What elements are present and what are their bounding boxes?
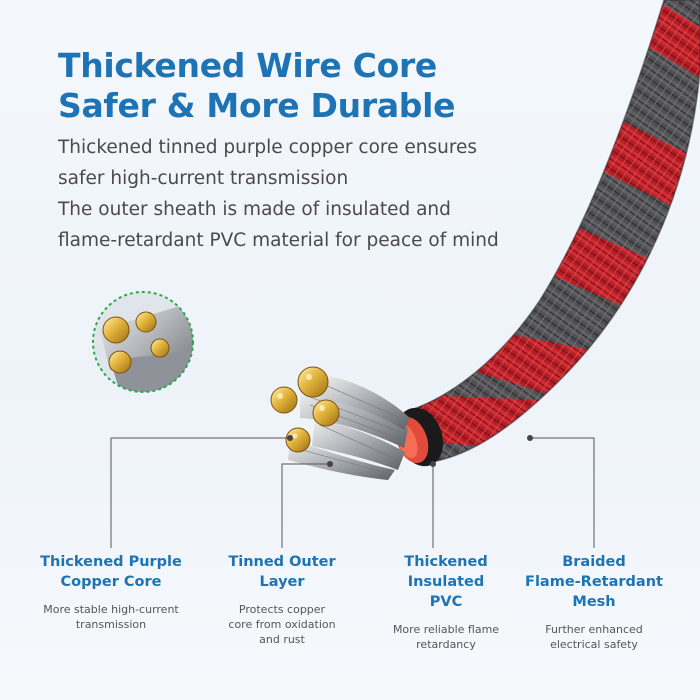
callout-subtitle: More stable high-current transmission	[26, 602, 196, 632]
callout-subtitle-line: core from oxidation	[228, 618, 336, 631]
callout-subtitle: Further enhanced electrical safety	[509, 622, 679, 652]
callout-subtitle: Protects copper core from oxidation and …	[197, 602, 367, 647]
callout-subtitle-line: More stable high-current	[43, 603, 179, 616]
callout-subtitle-line: transmission	[75, 618, 147, 631]
callout-title: Thickened Insulated PVC	[361, 552, 531, 612]
callout-subtitle-line: and rust	[259, 633, 305, 646]
callout-title-line: Layer	[259, 574, 305, 590]
callout-title-line: Mesh	[572, 594, 616, 610]
callout-copper-core: Thickened Purple Copper Core More stable…	[26, 552, 196, 632]
callout-title-line: Flame-Retardant	[525, 574, 663, 590]
callout-title-line: Insulated	[407, 574, 485, 590]
description-line-3: The outer sheath is made of insulated an…	[58, 199, 451, 220]
description-line-1: Thickened tinned purple copper core ensu…	[58, 137, 478, 158]
callout-title-line: PVC	[429, 594, 463, 610]
callout-title: Braided Flame-Retardant Mesh	[509, 552, 679, 612]
description-line-2: safer high-current transmission	[58, 168, 349, 189]
callout-subtitle-line: retardancy	[416, 638, 476, 651]
callout-braided-mesh: Braided Flame-Retardant Mesh Further enh…	[509, 552, 679, 652]
zoom-detail-circle	[92, 291, 194, 393]
callout-insulated-pvc: Thickened Insulated PVC More reliable fl…	[361, 552, 531, 652]
callout-tinned-layer: Tinned Outer Layer Protects copper core …	[197, 552, 367, 647]
callout-title-line: Thickened	[404, 554, 488, 570]
callout-title-line: Copper Core	[60, 574, 162, 590]
callout-subtitle-line: Protects copper	[238, 603, 326, 616]
headline: Thickened Wire Core Safer & More Durable	[58, 46, 456, 126]
callout-subtitle-line: Further enhanced	[545, 623, 643, 636]
braided-cable	[403, 0, 700, 463]
callout-title: Tinned Outer Layer	[197, 552, 367, 592]
callout-subtitle-line: electrical safety	[550, 638, 638, 651]
headline-line-1: Thickened Wire Core	[58, 46, 438, 85]
callout-title-line: Braided	[562, 554, 626, 570]
description: Thickened tinned purple copper core ensu…	[58, 132, 528, 256]
description-line-4: flame-retardant PVC material for peace o…	[58, 230, 499, 251]
callout-title-line: Tinned Outer	[228, 554, 336, 570]
headline-line-2: Safer & More Durable	[58, 86, 456, 125]
callout-title-line: Thickened Purple	[40, 554, 182, 570]
callout-subtitle: More reliable flame retardancy	[361, 622, 531, 652]
callout-title: Thickened Purple Copper Core	[26, 552, 196, 592]
callout-lines	[110, 437, 595, 548]
callout-subtitle-line: More reliable flame	[392, 623, 500, 636]
copper-cores	[270, 366, 340, 453]
callout-dots	[287, 435, 533, 467]
